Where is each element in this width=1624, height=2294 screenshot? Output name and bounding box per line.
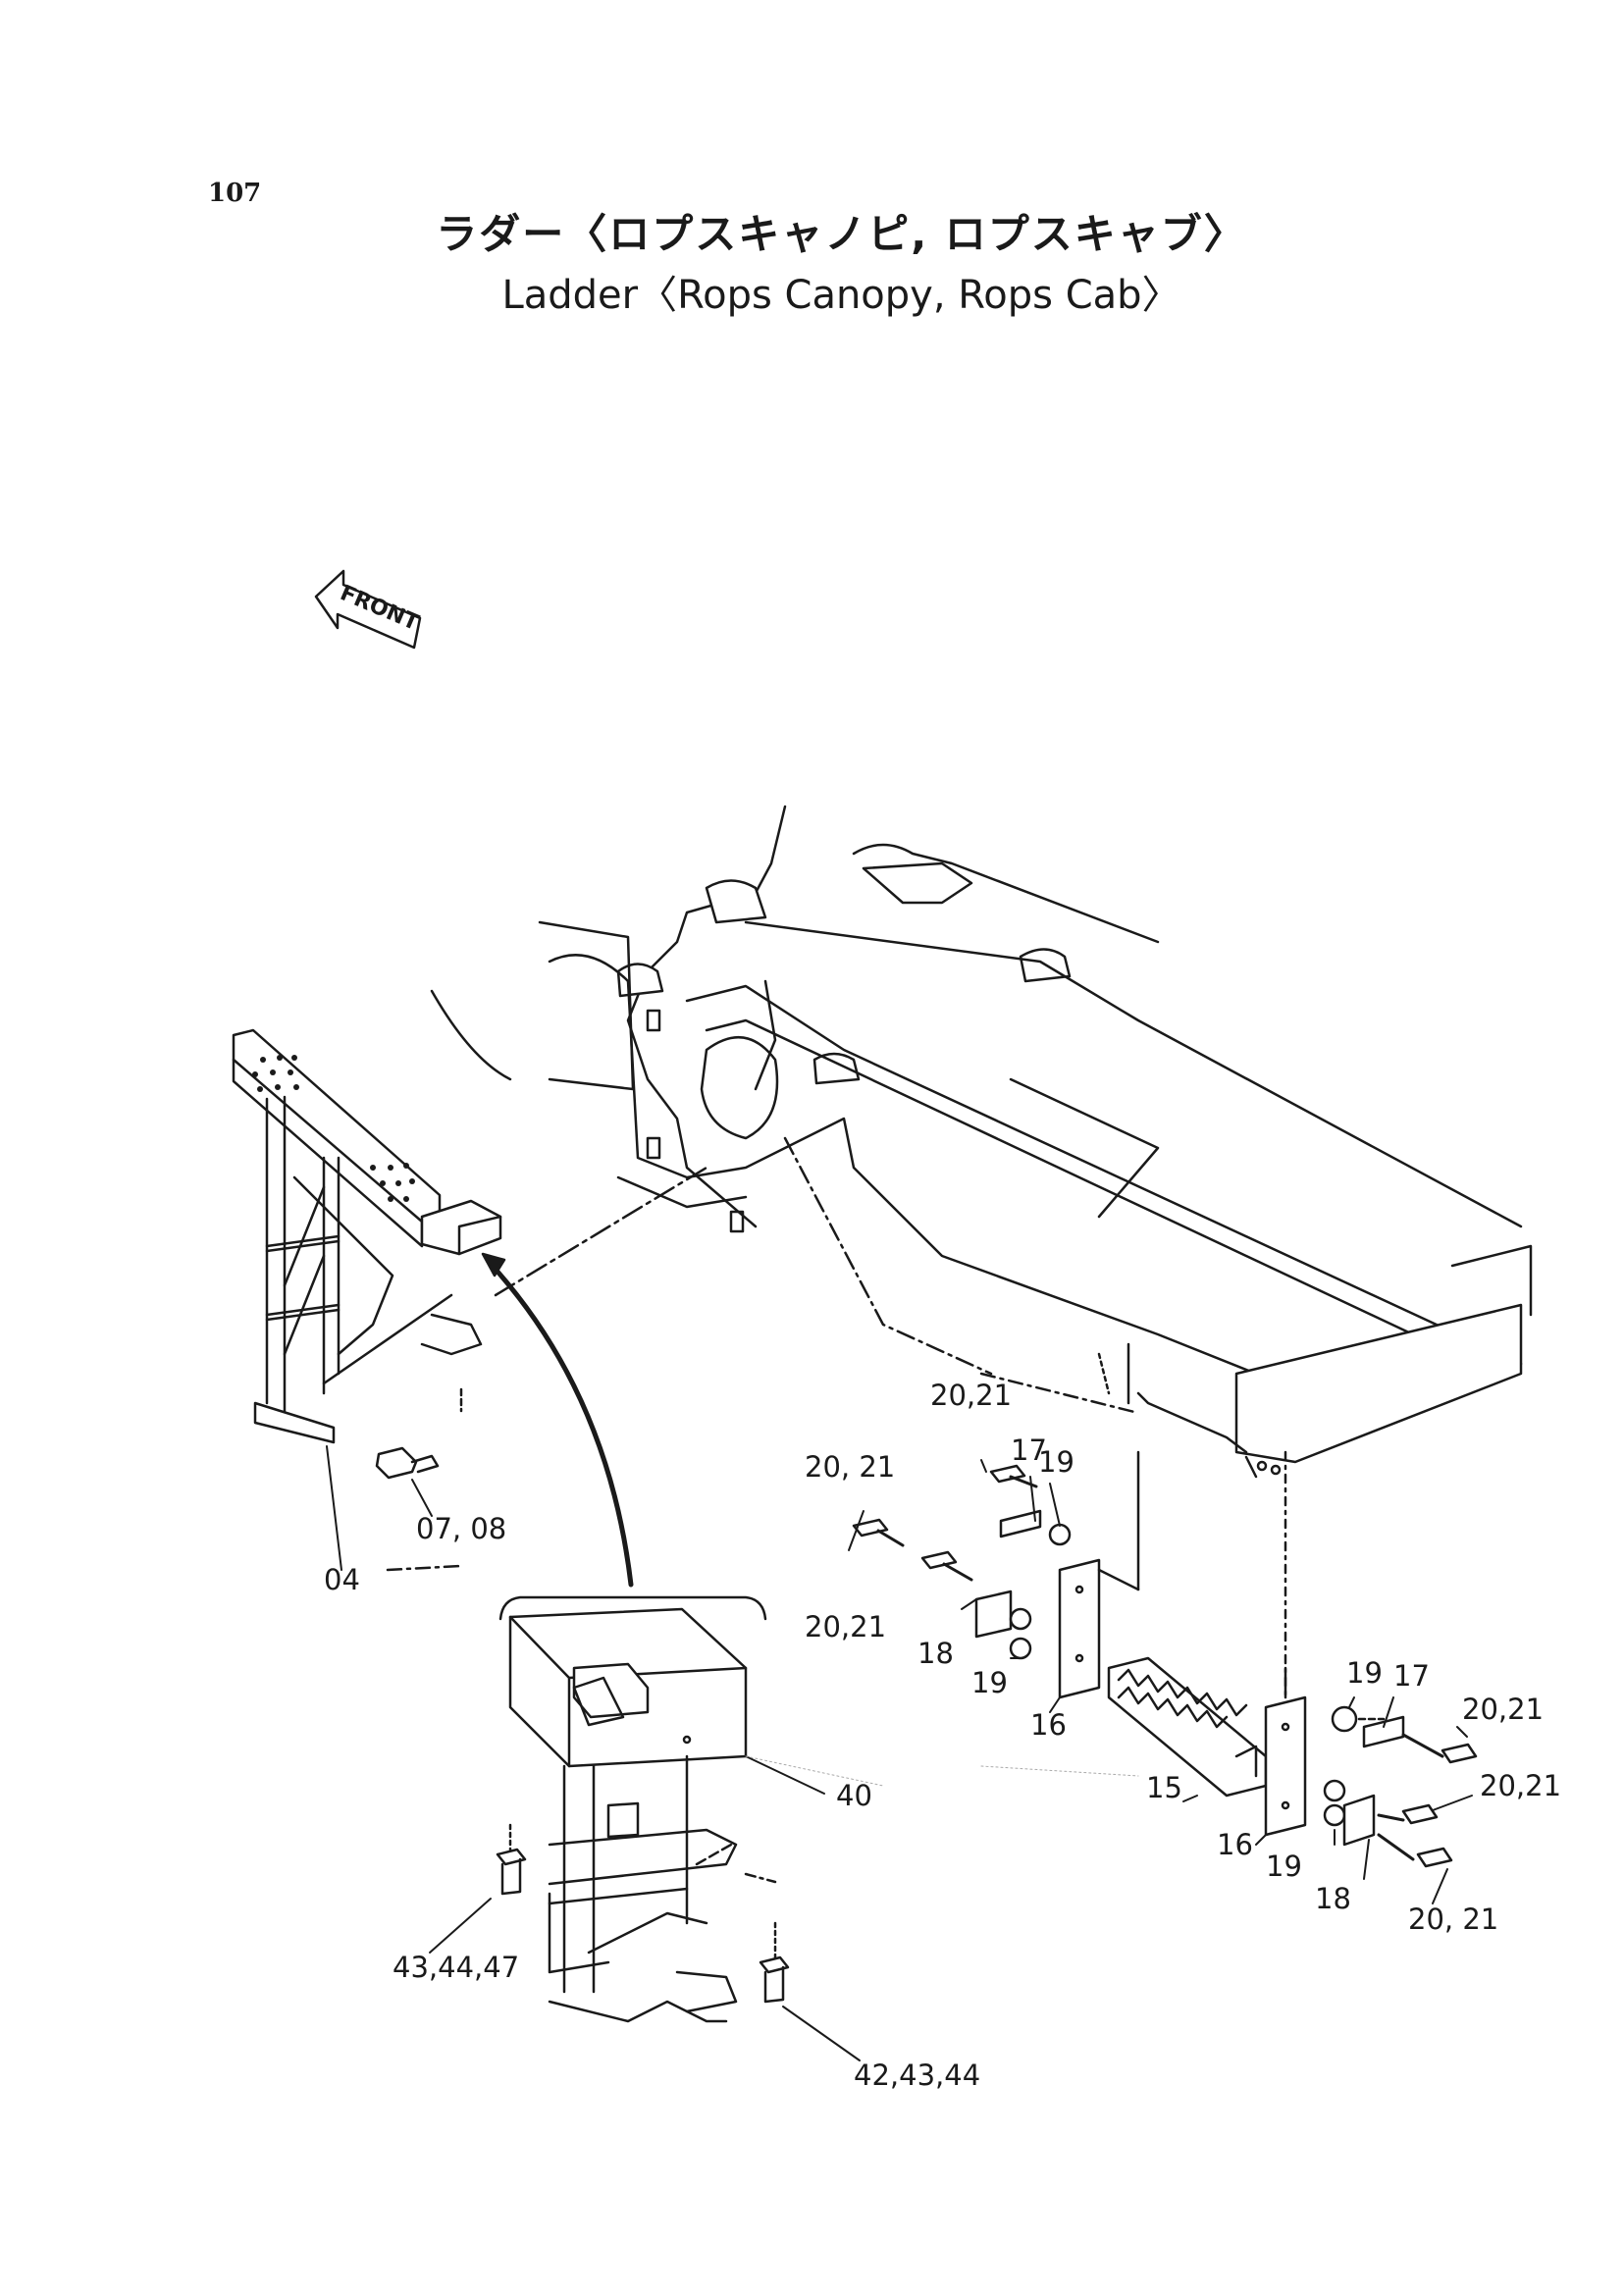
leader-lines [326,1445,1473,2061]
callout-18-left: 18 [917,1637,954,1670]
callout-16-left: 16 [1030,1708,1067,1742]
step-hardware-right [1264,1450,1478,1868]
callout-40: 40 [836,1779,872,1812]
detail-ladder [548,1754,777,2023]
ladder-assembly [232,1028,502,1572]
callout-18-right: 18 [1315,1882,1351,1915]
title-english: Ladder〈Rops Canopy, Rops Cab〉 [501,273,1181,318]
assembly-arrow-head [481,1252,506,1277]
callout-07-08: 07, 08 [416,1512,506,1545]
bolt-42-43-44 [759,1921,790,2004]
callout-15: 15 [1146,1771,1182,1804]
step-hardware-left [852,1450,1140,1699]
callout-17-left: 17 [1011,1434,1047,1467]
callout-17-right: 17 [1393,1659,1430,1693]
callout-20-21-right-a: 20,21 [1462,1693,1544,1726]
callout-19-lower-right: 19 [1266,1850,1302,1883]
callout-16-right: 16 [1217,1828,1253,1861]
detail-ladder-cover [508,1607,748,1768]
callout-20-21-top: 20,21 [930,1379,1012,1412]
callout-20-21-left: 20,21 [805,1610,886,1643]
machine-frame [430,805,1533,1479]
callout-19-upper-left: 19 [1038,1445,1074,1479]
front-arrow-icon: FRONT [314,569,422,650]
assembly-arrow [488,1261,634,1588]
callout-20-21-right-c: 20, 21 [1408,1903,1498,1936]
page-number: 107 [208,179,262,208]
bolt-07-08 [375,1446,440,1480]
title-japanese: ラダー〈ロプスキャノピ, ロプスキャブ〉 [436,210,1247,258]
callout-19-upper-right: 19 [1346,1656,1383,1690]
bolt-43-44-47 [496,1823,527,1896]
callout-04: 04 [324,1563,360,1596]
step-15 [1107,1656,1268,1798]
callout-19-lower-left: 19 [971,1666,1008,1699]
detail-bracket [498,1595,767,1621]
callout-43-44-47: 43,44,47 [393,1951,519,1984]
callout-20-21-upper: 20, 21 [805,1450,895,1484]
callout-42-43-44: 42,43,44 [854,2059,980,2092]
callout-20-21-right-b: 20,21 [1480,1769,1561,1802]
